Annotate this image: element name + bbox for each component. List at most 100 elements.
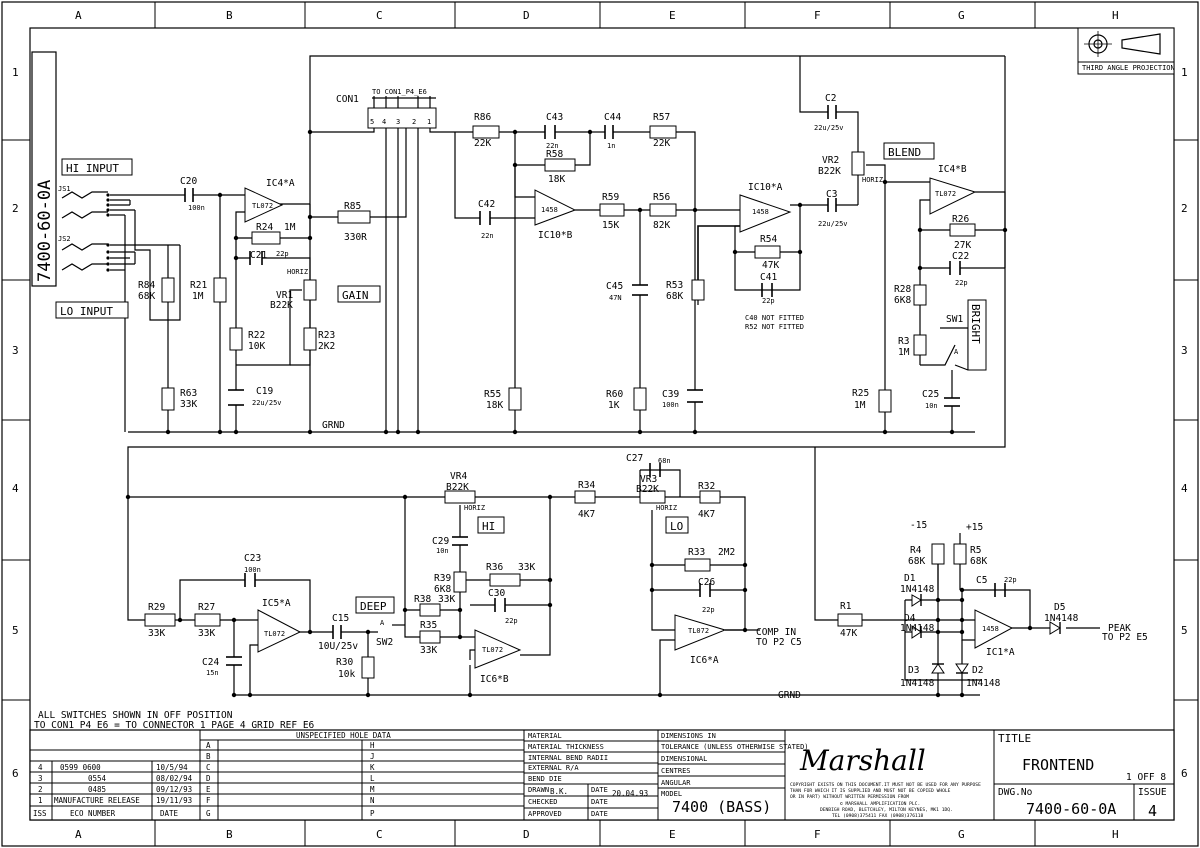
js1-label: JS1 (58, 185, 71, 193)
con1-pin-3: 3 (396, 118, 400, 126)
projection-label: THIRD ANGLE PROJECTION (1082, 64, 1175, 72)
d4-val: 1N4148 (900, 623, 935, 634)
c5-val: 22p (1004, 576, 1017, 584)
con1-pin-2: 2 (412, 118, 416, 126)
grid-row-3-right: 3 (1181, 344, 1188, 357)
d4-ref: D4 (904, 613, 916, 624)
r5-ref: R5 (970, 545, 981, 556)
c30-ref: C30 (488, 588, 505, 599)
ic5a-type: TL072 (264, 630, 285, 638)
not-fitted-r52: R52 NOT FITTED (745, 323, 804, 331)
jack-js2 (61, 243, 110, 272)
ic4a-ref: IC4*A (266, 178, 295, 189)
sw2-label: SW2 (376, 637, 393, 648)
grid-row-4-left: 4 (12, 482, 19, 495)
r32-ref: R32 (698, 481, 715, 492)
note-switches-1: ALL SWITCHES SHOWN IN OFF POSITION (38, 710, 233, 721)
r35-ref: R35 (420, 620, 437, 631)
grid-row-6-right: 6 (1181, 767, 1188, 780)
rev-hdr-eco: ECO NUMBER (70, 809, 116, 818)
ic10b-type: 1458 (541, 206, 558, 214)
r60-ref: R60 (606, 389, 623, 400)
tolerance-label: TOLERANCE (UNLESS OTHERWISE STATED) (661, 743, 809, 751)
rev-2-date: 09/12/93 (156, 785, 192, 794)
r34-val: 4K7 (578, 509, 595, 520)
grid-col-f-top: F (814, 9, 821, 22)
r36-ref: R36 (486, 562, 503, 573)
ic4b-ref: IC4*B (938, 164, 967, 175)
peak-1: PEAK (1108, 623, 1131, 634)
title-label: TITLE (998, 732, 1031, 745)
r86-ref: R86 (474, 112, 491, 123)
sw1-a: A (954, 348, 959, 356)
ic4a-type: TL072 (252, 202, 273, 210)
r30-ref: R30 (336, 657, 353, 668)
hole-letter-l: L (370, 774, 375, 783)
r55-val: 18K (486, 400, 503, 411)
con1-pin-1: 1 (427, 118, 431, 126)
rev-letter-g: G (206, 809, 211, 818)
connector-con1 (367, 96, 437, 129)
rev-hdr-date: DATE (160, 809, 179, 818)
rev-letter-d: D (206, 774, 211, 783)
vr1-val: B22K (270, 300, 293, 311)
vr2-horiz: HORIZ (862, 176, 883, 184)
r29-val: 33K (148, 628, 165, 639)
grid-col-d-top: D (523, 9, 530, 22)
r53-val: 68K (666, 291, 683, 302)
rev-1-date: 19/11/93 (156, 796, 192, 805)
c43-ref: C43 (546, 112, 563, 123)
grid-col-a-top: A (75, 9, 82, 22)
hole-letter-h: H (370, 741, 375, 750)
r38-ref: R38 (414, 594, 431, 605)
r27-ref: R27 (198, 602, 215, 613)
d5-val: 1N4148 (1044, 613, 1079, 624)
c20-ref: C20 (180, 176, 197, 187)
drawn-by: B.K. (550, 787, 568, 796)
grid-row-5-left: 5 (12, 624, 19, 637)
vr3-ref: VR3 (640, 474, 657, 485)
model-value: 7400 (BASS) (672, 798, 771, 816)
r24-ref: R24 (256, 222, 273, 233)
drawn-date-label: DATE (591, 786, 608, 794)
r3-val: 1M (898, 347, 910, 358)
c26-ref: C26 (698, 577, 715, 588)
drawing-title: FRONTEND (1022, 756, 1094, 774)
r3-ref: R3 (898, 336, 909, 347)
rev-3-iss: 3 (38, 774, 43, 783)
ic5a-ref: IC5*A (262, 598, 291, 609)
grid-col-d-bottom: D (523, 828, 530, 841)
checked-date-label: DATE (591, 798, 608, 806)
rev-letter-c: C (206, 763, 211, 772)
c15-ref: C15 (332, 613, 349, 624)
sheet-count: 1 OFF 8 (1126, 772, 1166, 783)
bend-radii-label: INTERNAL BEND RADII (528, 754, 608, 762)
r36-val: 33K (518, 562, 535, 573)
grid-col-g-bottom: G (958, 828, 965, 841)
external-ra-label: EXTERNAL R/A (528, 764, 579, 772)
lo-input-label: LO INPUT (60, 305, 113, 318)
rev-letter-b: B (206, 752, 211, 761)
rev-1-iss: 1 (38, 796, 43, 805)
r38-val: 33K (438, 594, 455, 605)
r26-ref: R26 (952, 214, 969, 225)
r58-val: 18K (548, 174, 565, 185)
c29-val: 10n (436, 547, 449, 555)
comp-in-1: COMP IN (756, 627, 796, 638)
c21-val: 22p (276, 250, 289, 258)
d2-val: 1N4148 (966, 678, 1001, 689)
dimensional-label: DIMENSIONAL (661, 755, 707, 763)
comp-in-2: TO P2 C5 (756, 637, 802, 648)
r63-val: 33K (180, 399, 197, 410)
rev-2-iss: 2 (38, 785, 43, 794)
c25-val: 10n (925, 402, 938, 410)
control-name-boxes: HI INPUT LO INPUT GAIN BLEND BRIGHT HI L… (55, 142, 987, 614)
grid-row-5-right: 5 (1181, 624, 1188, 637)
r33-val: 2M2 (718, 547, 735, 558)
r32-val: 4K7 (698, 509, 715, 520)
grid-row-6-left: 6 (12, 767, 19, 780)
rev-4-eco: 0599 0600 (60, 763, 101, 772)
c27-ref: C27 (626, 453, 643, 464)
r30-val: 10k (338, 669, 355, 680)
bright-label: BRIGHT (969, 304, 982, 344)
